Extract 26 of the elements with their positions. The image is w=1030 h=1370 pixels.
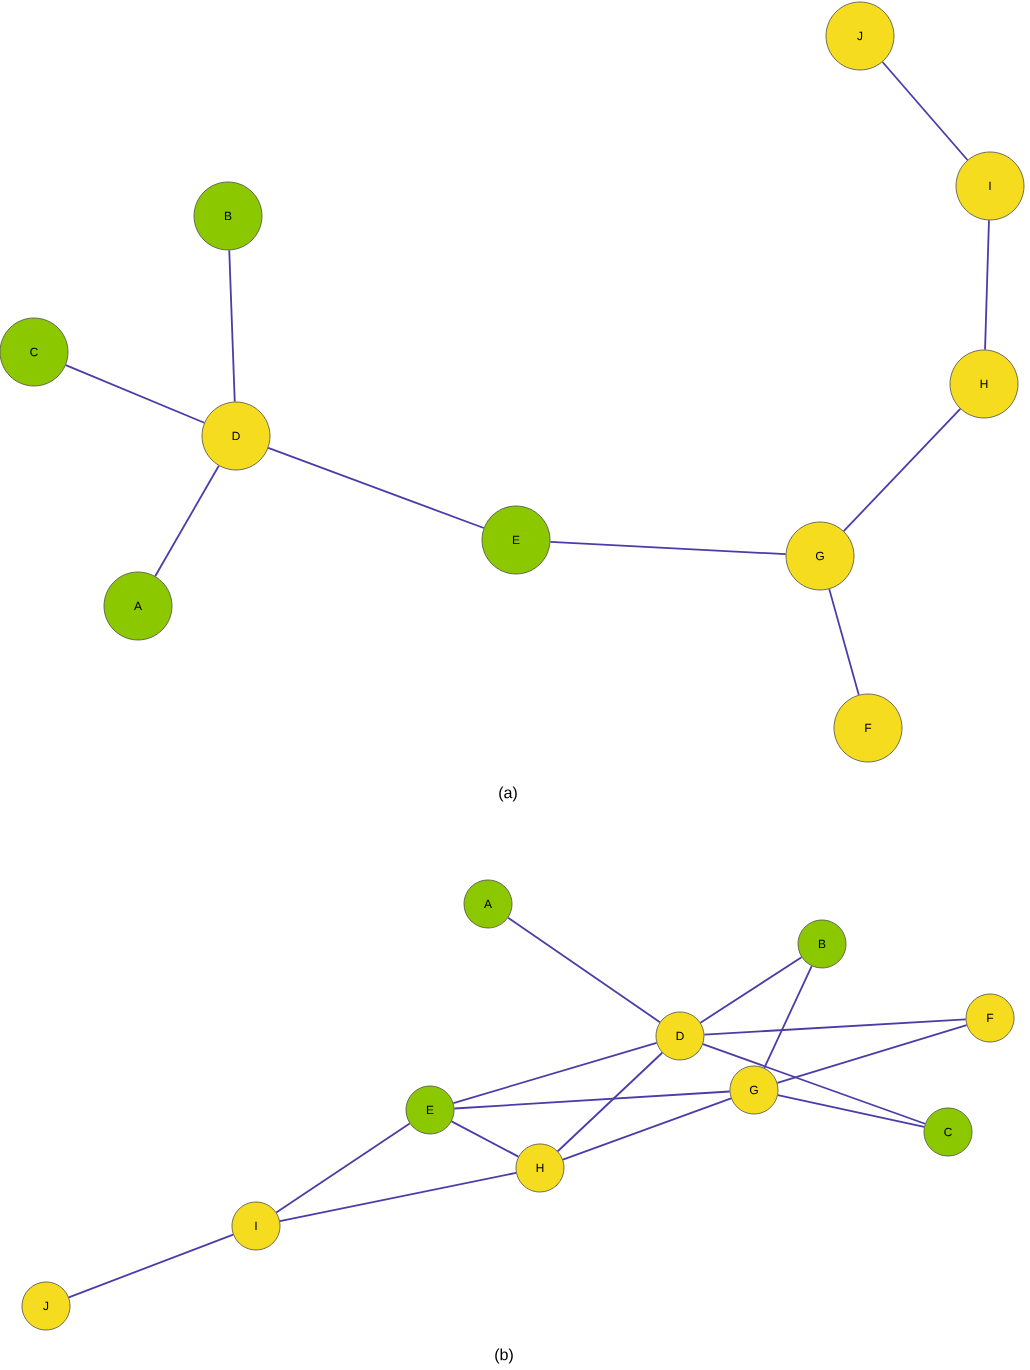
edge-line [453, 1090, 731, 1110]
edge-line [556, 1051, 664, 1153]
edge-line [450, 1120, 520, 1158]
panel-caption: (a) [499, 786, 517, 802]
edge-line [549, 540, 787, 556]
edge-line [154, 464, 220, 578]
panel-caption: (b) [495, 1348, 513, 1364]
edge-line [267, 447, 485, 529]
edge-line [842, 408, 962, 532]
edge-line [228, 249, 236, 403]
edge-line [984, 219, 990, 351]
edge-line [702, 1043, 926, 1125]
edge-line [562, 1097, 732, 1161]
edge-line [776, 1094, 926, 1128]
edge-line [703, 1018, 967, 1036]
edge-line [275, 1122, 411, 1214]
edge-line [763, 965, 813, 1069]
edge-line [64, 364, 206, 424]
edge-line [699, 956, 803, 1024]
edge-line [828, 588, 860, 696]
edge-line [279, 1171, 517, 1222]
edge-line [776, 1024, 968, 1084]
edge-line [881, 61, 969, 161]
edge-line [67, 1233, 235, 1299]
edge-line [507, 916, 661, 1024]
edge-line [452, 1042, 658, 1104]
